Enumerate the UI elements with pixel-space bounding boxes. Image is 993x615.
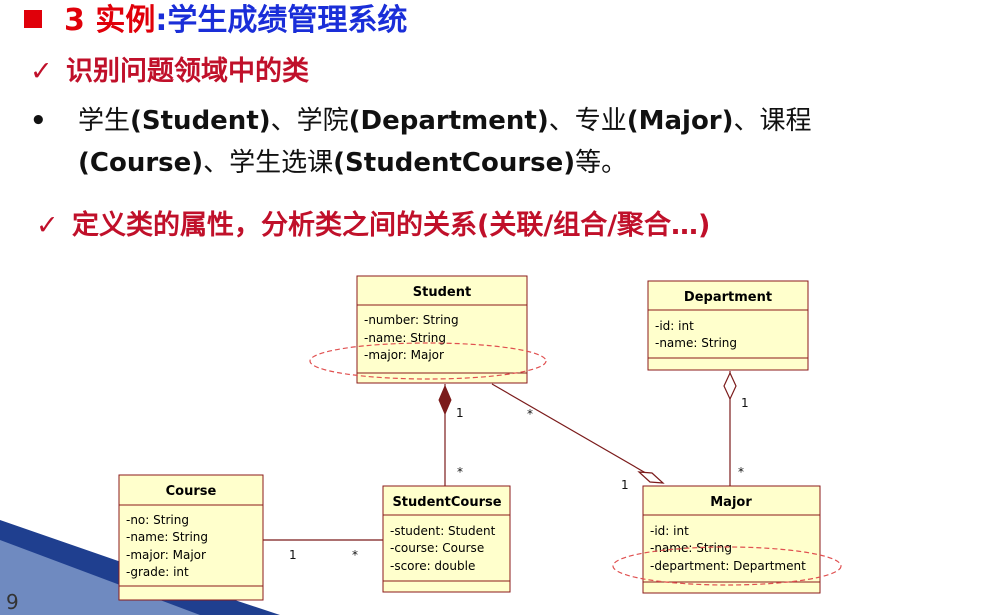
class-attribute: -id: int <box>650 524 689 538</box>
class-list-segment: 学生 <box>78 106 131 136</box>
class-box-student: Student -number: String -name: String -m… <box>356 275 528 384</box>
class-attribute: -course: Course <box>390 541 484 555</box>
title-separator: : <box>155 3 168 38</box>
slide-title: 3 实例:学生成绩管理系统 <box>24 0 407 42</box>
class-attribute: -name: String <box>655 336 737 350</box>
square-bullet-icon <box>24 9 42 28</box>
class-list-text-2: (Course)、学生选课(StudentCourse)等。 <box>78 148 627 178</box>
point-define-attributes: ✓ 定义类的属性，分析类之间的关系(关联/组合/聚合…) <box>36 205 710 247</box>
multiplicity-label: 1 <box>621 478 629 492</box>
class-list-segment: (Student) <box>130 106 271 136</box>
point-class-list-line1: • 学生(Student)、学院(Department)、专业(Major)、课程 <box>30 100 812 142</box>
title-number: 3 实例 <box>64 3 156 38</box>
class-attribute: -id: int <box>655 319 694 333</box>
class-attribute: -number: String <box>364 313 459 327</box>
class-name: Department <box>684 290 772 305</box>
multiplicity-label: * <box>527 407 533 421</box>
class-list-segment: 、课程 <box>733 106 812 136</box>
highlight-ellipse-student-major <box>309 342 547 380</box>
class-attribute: -name: String <box>364 331 446 345</box>
bullet-icon: • <box>30 106 47 136</box>
student-major-line <box>491 383 664 484</box>
highlight-ellipse-major-department <box>612 546 842 586</box>
checkmark-icon: ✓ <box>36 210 59 241</box>
class-list-segment: 、专业 <box>548 106 627 136</box>
multiplicity-label: * <box>738 465 744 479</box>
class-attribute: -student: Student <box>390 524 496 538</box>
class-attribute: -department: Department <box>650 559 806 573</box>
aggregation-diamond-icon <box>723 371 737 401</box>
class-box-department: Department -id: int -name: String <box>647 280 809 371</box>
class-attribute: -major: Major <box>126 548 206 562</box>
class-list-segment: (Course) <box>78 148 204 178</box>
multiplicity-label: 1 <box>456 406 464 420</box>
aggregation-diamond-icon <box>637 471 665 484</box>
title-text: 学生成绩管理系统 <box>167 3 408 38</box>
class-list-segment: 、学院 <box>270 106 349 136</box>
class-name: StudentCourse <box>392 495 501 510</box>
class-list-segment: (Department) <box>348 106 549 136</box>
class-attribute: -score: double <box>390 559 475 573</box>
multiplicity-label: 1 <box>741 396 749 410</box>
multiplicity-label: * <box>352 548 358 562</box>
multiplicity-label: * <box>457 465 463 479</box>
point-identify-classes: ✓ 识别问题领域中的类 <box>30 52 309 92</box>
class-attribute: -grade: int <box>126 565 189 579</box>
multiplicity-label: 1 <box>289 548 297 562</box>
page-number: 9 <box>6 590 19 614</box>
class-box-studentcourse: StudentCourse -student: Student -course:… <box>382 485 511 593</box>
class-list-text-1: 学生(Student)、学院(Department)、专业(Major)、课程 <box>78 106 812 136</box>
class-name: Course <box>166 484 217 499</box>
point-define-text: 定义类的属性，分析类之间的关系(关联/组合/聚合…) <box>72 210 711 241</box>
class-list-segment: 等。 <box>575 148 628 178</box>
class-list-segment: (StudentCourse) <box>333 148 576 178</box>
point-identify-text: 识别问题领域中的类 <box>66 56 309 87</box>
class-attribute: -name: String <box>650 541 732 555</box>
class-list-segment: (Major) <box>626 106 734 136</box>
class-name: Major <box>710 495 752 510</box>
class-attribute: -major: Major <box>364 348 444 362</box>
composition-diamond-icon <box>438 384 452 416</box>
class-attribute: -name: String <box>126 530 208 544</box>
class-attribute: -no: String <box>126 513 189 527</box>
class-box-course: Course -no: String -name: String -major:… <box>118 474 264 601</box>
point-class-list-line2: (Course)、学生选课(StudentCourse)等。 <box>78 142 627 184</box>
class-name: Student <box>413 285 471 300</box>
class-box-major: Major -id: int -name: String -department… <box>642 485 821 594</box>
checkmark-icon: ✓ <box>30 56 53 87</box>
class-list-segment: 、学生选课 <box>203 148 334 178</box>
